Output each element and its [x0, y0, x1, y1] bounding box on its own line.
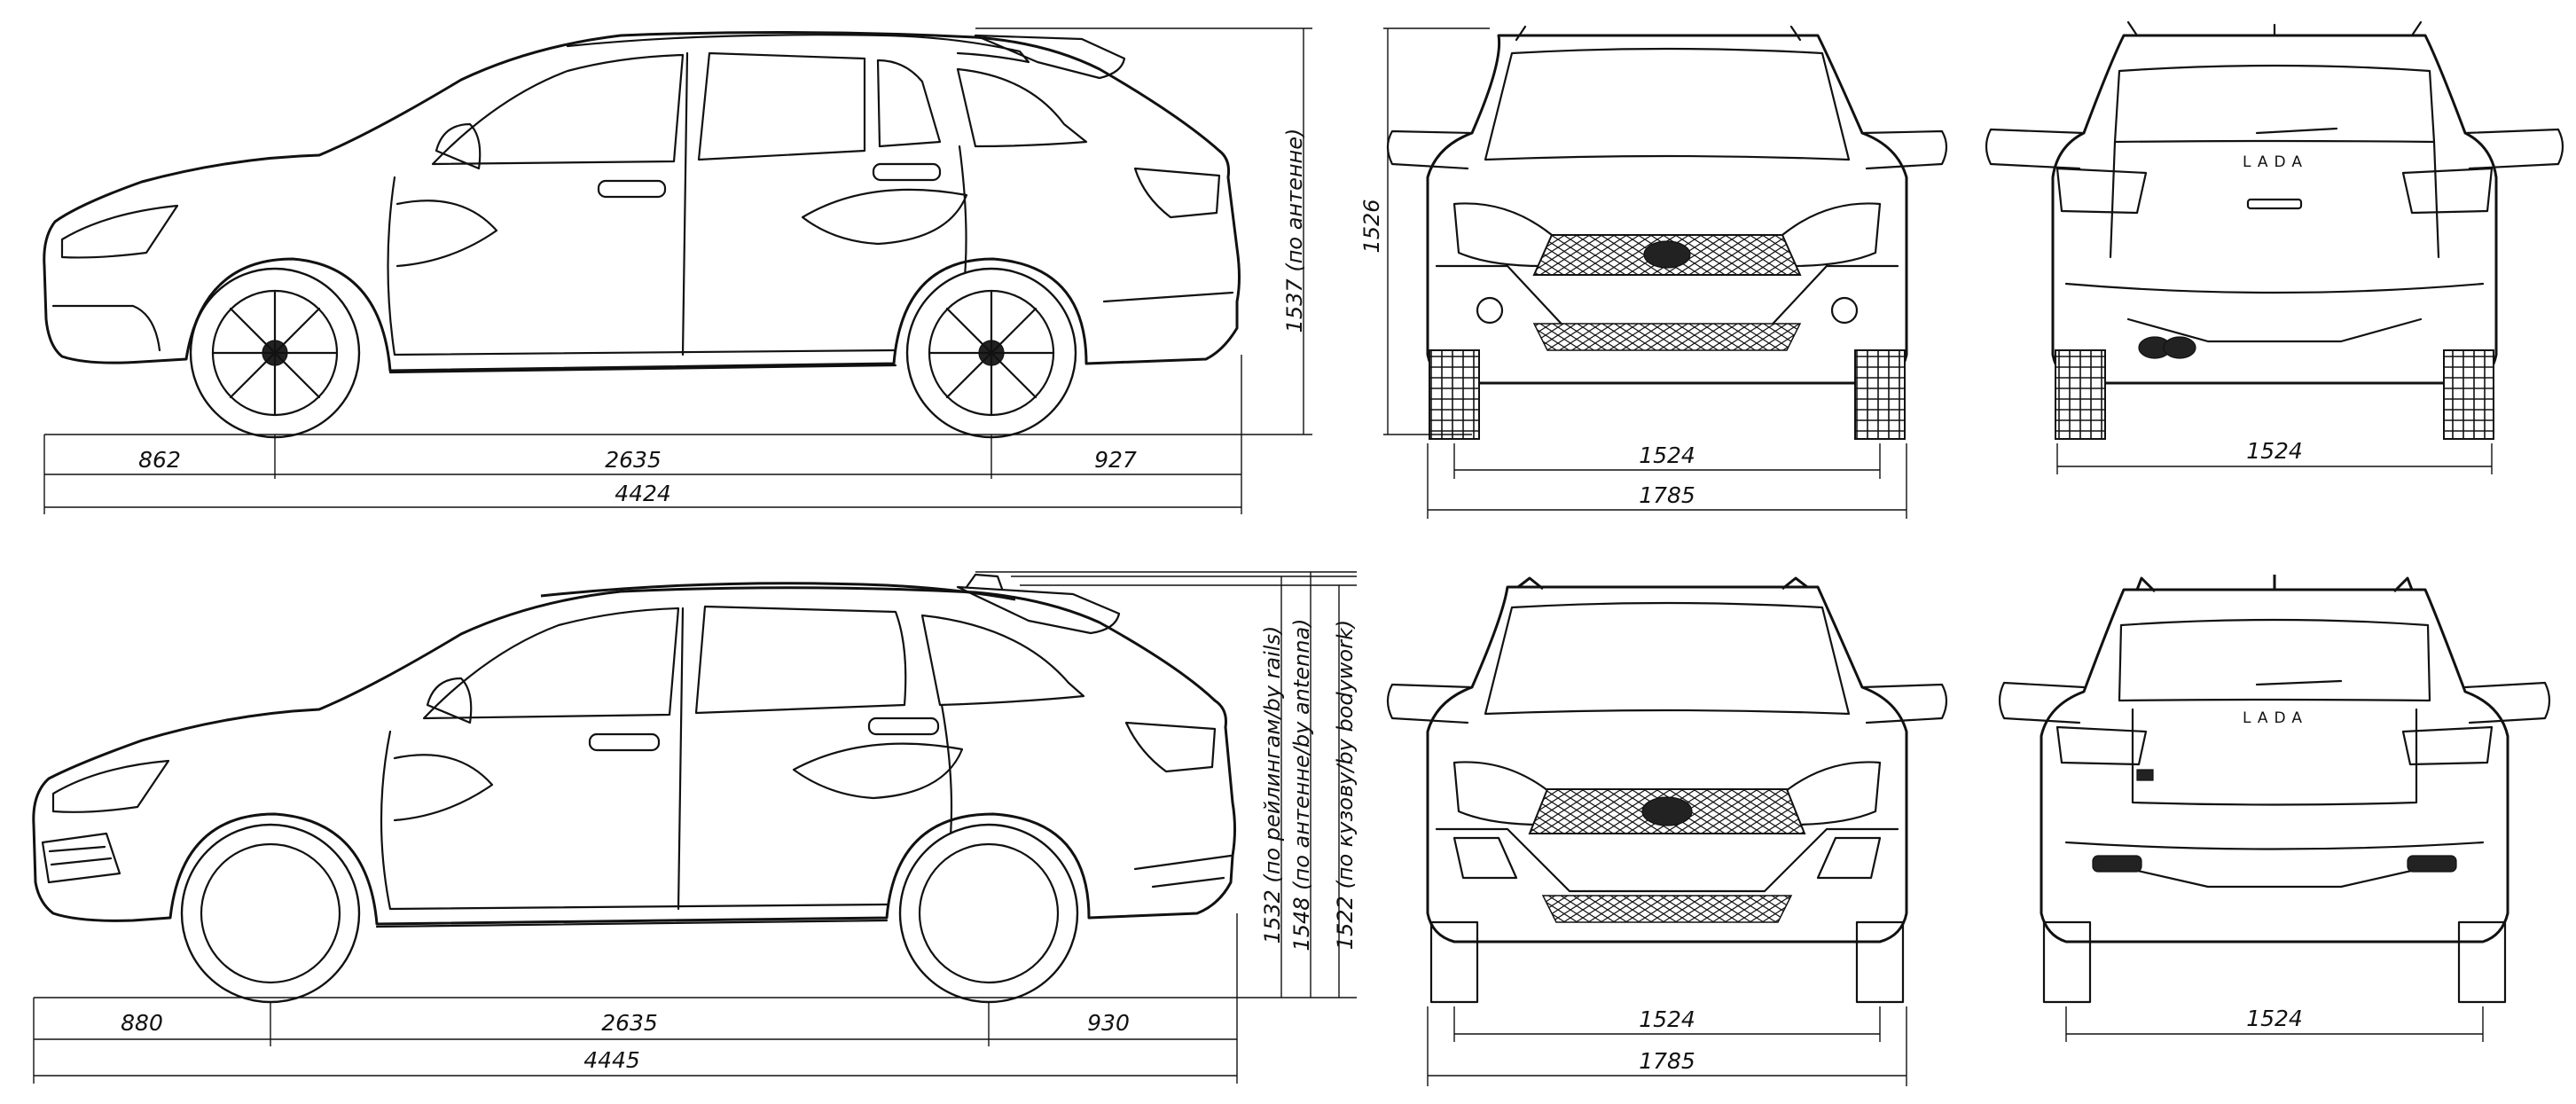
- dim-track: 1524: [2246, 1006, 2303, 1031]
- car-rear-outline: LADA: [1985, 20, 2564, 440]
- dim-rear-overhang: 930: [1087, 1010, 1130, 1036]
- top-front-view: 1526 1524 1785: [1359, 25, 1948, 519]
- dim-front-overhang: 880: [121, 1010, 163, 1036]
- bottom-rear-view: LADA 1524: [1998, 575, 2551, 1042]
- dim-wheelbase: 2635: [601, 1010, 658, 1036]
- car-body-outline: [43, 30, 1241, 374]
- dim-rear-overhang: 927: [1094, 447, 1137, 473]
- dim-front-overhang: 862: [138, 447, 181, 473]
- dim-wheelbase: 2635: [605, 447, 662, 473]
- car-front-outline: [1386, 25, 1948, 440]
- rear-badge: LADA: [2243, 709, 2308, 727]
- front-wheel: [189, 267, 361, 439]
- car-body-outline: [32, 573, 1236, 928]
- dim-track: 1524: [1639, 1006, 1695, 1032]
- front-wheel: [180, 823, 361, 1004]
- dim-height-antenna: 1548 (по антенне/by antenna): [1289, 618, 1314, 951]
- car-front-outline: [1386, 576, 1948, 1004]
- dimension-lines: [1427, 1006, 1907, 1086]
- dimension-lines: [2065, 1006, 2484, 1042]
- dim-height-antenna: 1537 (по антенне): [1282, 129, 1307, 333]
- dim-width: 1785: [1639, 482, 1695, 508]
- dim-height-rails: 1532 (по рейлингам/by rails): [1260, 626, 1285, 944]
- dim-width: 1785: [1639, 1048, 1695, 1074]
- rear-wheel: [905, 267, 1077, 439]
- dimension-lines: [2056, 443, 2493, 474]
- dim-track: 1524: [2246, 438, 2303, 464]
- car-rear-outline: LADA: [1998, 575, 2551, 1004]
- dim-length: 4445: [583, 1047, 640, 1073]
- dim-track: 1524: [1639, 442, 1695, 468]
- dim-length: 4424: [615, 481, 671, 506]
- rear-wheel: [898, 823, 1079, 1004]
- bottom-front-view: 1524 1785: [1386, 576, 1948, 1086]
- dim-height-body: 1522 (по кузову/by bodywork): [1333, 620, 1358, 951]
- top-side-view: 862 2635 927 4424 1537 (по антенне): [43, 27, 1312, 514]
- dim-height: 1526: [1359, 199, 1384, 253]
- dimension-lines: [33, 571, 1357, 1084]
- top-rear-view: LADA 1524: [1985, 20, 2564, 474]
- dimension-lines: [43, 27, 1312, 514]
- dimension-lines: [1383, 27, 1907, 519]
- bottom-side-view: 880 2635 930 4445 1532 (по рейлингам/by …: [32, 571, 1358, 1084]
- rear-badge: LADA: [2243, 153, 2308, 171]
